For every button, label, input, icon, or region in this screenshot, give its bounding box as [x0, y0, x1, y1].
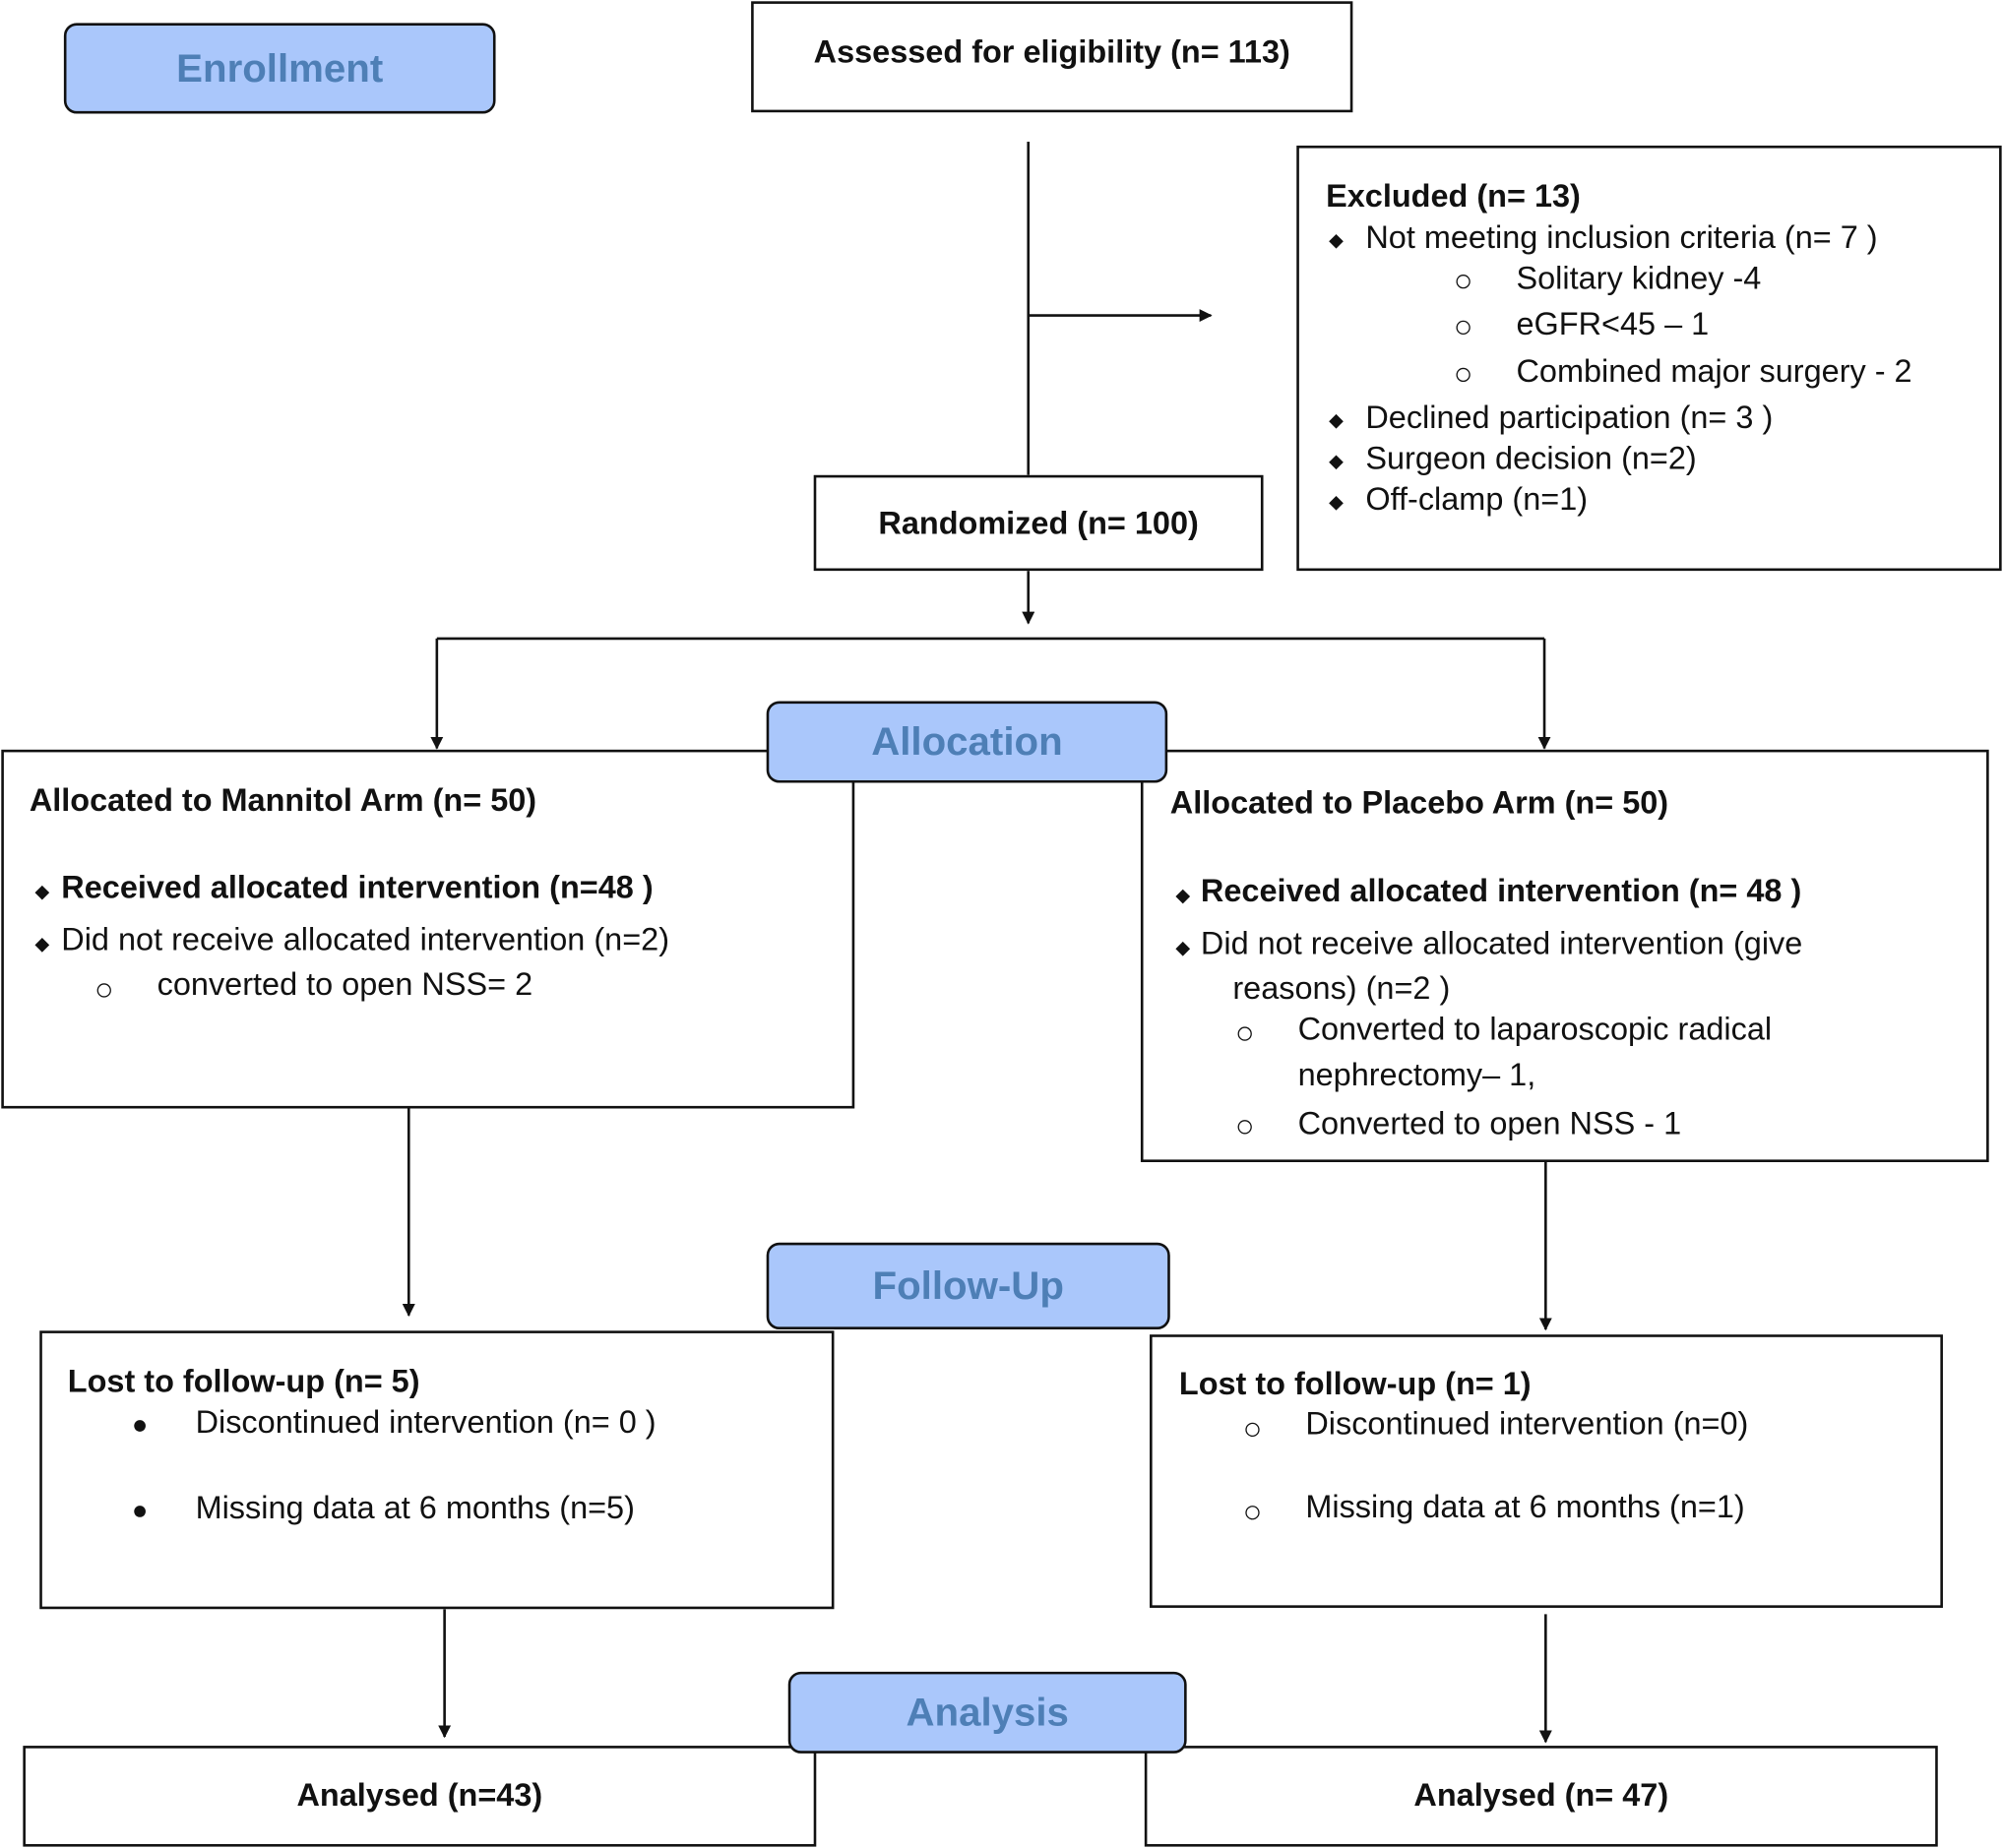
placebo-sub-lap-line2: nephrectomy– 1,	[1297, 1057, 1536, 1093]
dot-bullet-icon	[134, 1506, 146, 1517]
diamond-bullet-icon	[34, 885, 50, 900]
analysed-mannitol-box: Analysed (n=43)	[23, 1746, 817, 1847]
placebo-received: Received allocated intervention (n= 48 )	[1200, 873, 1802, 910]
lost-followup-placebo-box: Lost to follow-up (n= 1) Discontinued in…	[1150, 1334, 1943, 1608]
diamond-bullet-icon	[1329, 413, 1344, 429]
assessed-box: Assessed for eligibility (n= 113)	[751, 1, 1353, 113]
assessed-text: Assessed for eligibility (n= 113)	[813, 34, 1290, 71]
lost-mannitol-missing: Missing data at 6 months (n=5)	[195, 1490, 635, 1526]
lost-followup-mannitol-box: Lost to follow-up (n= 5) Discontinued in…	[39, 1330, 835, 1610]
circle-bullet-icon	[96, 983, 111, 998]
mannitol-arm-title: Allocated to Mannitol Arm (n= 50)	[29, 782, 537, 819]
stage-label-enrollment: Enrollment	[63, 23, 496, 114]
lost-mannitol-title: Lost to follow-up (n= 5)	[67, 1364, 420, 1400]
circle-bullet-icon	[1456, 320, 1471, 336]
circle-bullet-icon	[1245, 1506, 1260, 1520]
placebo-sub-lap-line1: Converted to laparoscopic radical	[1297, 1011, 1773, 1048]
lost-placebo-title: Lost to follow-up (n= 1)	[1178, 1366, 1532, 1402]
placebo-arm-title: Allocated to Placebo Arm (n= 50)	[1169, 785, 1669, 822]
dot-bullet-icon	[134, 1420, 146, 1432]
stage-label-follow-up: Follow-Up	[766, 1242, 1170, 1330]
circle-bullet-icon	[1456, 275, 1471, 289]
analysed-mannitol-text: Analysed (n=43)	[296, 1777, 543, 1814]
diamond-bullet-icon	[34, 938, 50, 953]
circle-bullet-icon	[1237, 1026, 1252, 1041]
stage-label-analysis: Analysis	[787, 1671, 1187, 1754]
lost-mannitol-discontinued: Discontinued intervention (n= 0 )	[195, 1404, 657, 1441]
circle-bullet-icon	[1456, 367, 1471, 383]
excluded-sub-surgery: Combined major surgery - 2	[1516, 353, 1912, 390]
excluded-item-surgeon: Surgeon decision (n=2)	[1365, 440, 1697, 477]
diamond-bullet-icon	[1329, 233, 1344, 249]
placebo-not-received-line2: reasons) (n=2 )	[1232, 970, 1451, 1007]
randomized-box: Randomized (n= 100)	[813, 474, 1264, 572]
excluded-sub-egfr: eGFR<45 – 1	[1516, 306, 1710, 342]
circle-bullet-icon	[1237, 1120, 1252, 1135]
circle-bullet-icon	[1245, 1422, 1260, 1438]
stage-label-allocation: Allocation	[766, 701, 1168, 783]
stage-label-allocation-text: Allocation	[871, 718, 1063, 765]
mannitol-sub-converted: converted to open NSS= 2	[156, 966, 533, 1003]
excluded-title: Excluded (n= 13)	[1326, 178, 1581, 216]
placebo-not-received-line1: Did not receive allocated intervention (…	[1200, 925, 1803, 962]
analysed-placebo-text: Analysed (n= 47)	[1413, 1777, 1669, 1814]
excluded-item-offclamp: Off-clamp (n=1)	[1365, 481, 1589, 518]
mannitol-received: Received allocated intervention (n=48 )	[61, 869, 654, 906]
excluded-sub-solitary: Solitary kidney -4	[1516, 260, 1762, 297]
diamond-bullet-icon	[1175, 941, 1191, 956]
stage-label-follow-up-text: Follow-Up	[872, 1263, 1064, 1308]
stage-label-enrollment-text: Enrollment	[176, 45, 384, 91]
stage-label-analysis-text: Analysis	[906, 1689, 1069, 1735]
mannitol-not-received: Did not receive allocated intervention (…	[61, 922, 670, 958]
lost-placebo-discontinued: Discontinued intervention (n=0)	[1305, 1405, 1749, 1443]
placebo-arm-box: Allocated to Placebo Arm (n= 50) Receive…	[1140, 749, 1989, 1162]
diamond-bullet-icon	[1329, 455, 1344, 470]
randomized-text: Randomized (n= 100)	[878, 505, 1199, 542]
excluded-box: Excluded (n= 13) Not meeting inclusion c…	[1296, 145, 2002, 572]
excluded-item-inclusion: Not meeting inclusion criteria (n= 7 )	[1365, 219, 1878, 256]
placebo-sub-open: Converted to open NSS - 1	[1297, 1105, 1682, 1142]
diamond-bullet-icon	[1175, 889, 1191, 904]
lost-placebo-missing: Missing data at 6 months (n=1)	[1305, 1489, 1745, 1525]
diamond-bullet-icon	[1329, 495, 1344, 511]
mannitol-arm-box: Allocated to Mannitol Arm (n= 50) Receiv…	[1, 749, 855, 1109]
excluded-item-declined: Declined participation (n= 3 )	[1365, 400, 1774, 436]
analysed-placebo-box: Analysed (n= 47)	[1144, 1746, 1938, 1847]
